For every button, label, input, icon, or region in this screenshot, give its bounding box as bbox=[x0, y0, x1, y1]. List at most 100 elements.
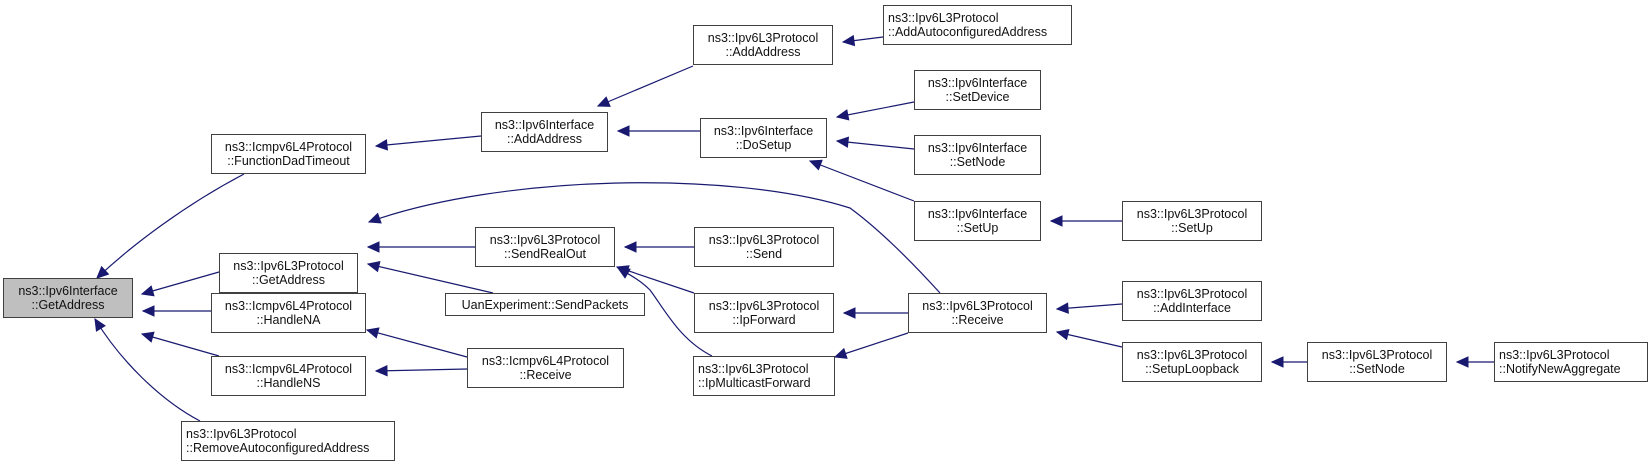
graph-node[interactable]: ns3::Ipv6L3Protocol::SendRealOut bbox=[475, 227, 615, 267]
node-label-line2: ::Send bbox=[745, 247, 783, 261]
call-edge bbox=[836, 101, 915, 118]
node-label-line2: ::Receive bbox=[951, 313, 1004, 327]
node-label-line1: ns3::Ipv6L3Protocol bbox=[233, 259, 344, 273]
node-label-line1: ns3::Ipv6L3Protocol bbox=[1136, 348, 1248, 362]
node-label-line1: ns3::Ipv6L3Protocol bbox=[888, 11, 999, 25]
node-label-line2: ::SetNode bbox=[1349, 362, 1405, 376]
graph-node[interactable]: ns3::Ipv6L3Protocol::SetUp bbox=[1122, 201, 1262, 241]
arrowhead-icon bbox=[96, 265, 110, 279]
arrowhead-icon bbox=[366, 260, 381, 273]
graph-node[interactable]: ns3::Icmpv6L4Protocol::FunctionDadTimeou… bbox=[211, 134, 366, 174]
arrowhead-icon bbox=[808, 159, 823, 171]
call-edge bbox=[141, 333, 220, 357]
graph-node[interactable]: ns3::Icmpv6L4Protocol::Receive bbox=[467, 348, 624, 388]
node-label-line1: ns3::Ipv6L3Protocol bbox=[489, 233, 601, 247]
arrowhead-icon bbox=[1055, 302, 1069, 314]
node-label-line1: UanExperiment::SendPackets bbox=[461, 297, 629, 312]
arrowhead-icon bbox=[835, 109, 850, 121]
graph-node[interactable]: ns3::Ipv6L3Protocol::AddInterface bbox=[1122, 281, 1262, 321]
node-label-line1: ns3::Ipv6L3Protocol bbox=[1136, 207, 1248, 221]
call-edge bbox=[367, 263, 494, 294]
graph-node[interactable]: ns3::Ipv6L3Protocol::IpForward bbox=[694, 293, 834, 333]
call-edge bbox=[94, 318, 201, 422]
node-label-line1: ns3::Ipv6L3Protocol bbox=[707, 31, 819, 45]
arrowhead-icon bbox=[367, 212, 382, 224]
graph-node[interactable]: ns3::Ipv6L3Protocol::IpMulticastForward bbox=[693, 356, 835, 396]
arrowhead-icon bbox=[596, 96, 611, 107]
node-label-line1: ns3::Ipv6Interface bbox=[927, 207, 1028, 221]
node-label-line1: ns3::Ipv6L3Protocol bbox=[708, 299, 820, 313]
node-label-line1: ns3::Ipv6L3Protocol bbox=[186, 427, 297, 441]
graph-node[interactable]: ns3::Ipv6L3Protocol::AddAddress bbox=[693, 25, 833, 65]
node-label-line2: ::DoSetup bbox=[735, 138, 792, 152]
node-label-line2: ::RemoveAutoconfiguredAddress bbox=[186, 441, 370, 455]
call-edge bbox=[836, 140, 915, 150]
graph-node[interactable]: ns3::Ipv6L3Protocol::AddAutoconfiguredAd… bbox=[883, 5, 1072, 45]
node-label-line1: ns3::Icmpv6L4Protocol bbox=[224, 362, 353, 376]
call-edge bbox=[834, 332, 909, 358]
node-label-line1: ns3::Ipv6L3Protocol bbox=[708, 233, 820, 247]
node-label-line2: ::GetAddress bbox=[31, 298, 105, 312]
call-edge bbox=[368, 182, 941, 294]
graph-node[interactable]: ns3::Icmpv6L4Protocol::HandleNA bbox=[211, 293, 366, 333]
node-label-line1: ns3::Ipv6Interface bbox=[18, 284, 118, 298]
graph-node[interactable]: ns3::Ipv6L3Protocol::SetNode bbox=[1307, 342, 1447, 382]
graph-node[interactable]: ns3::Ipv6L3Protocol::RemoveAutoconfigure… bbox=[181, 421, 395, 461]
node-label-line2: ::IpMulticastForward bbox=[698, 376, 811, 390]
call-edge bbox=[597, 65, 694, 107]
node-label-line1: ns3::Icmpv6L4Protocol bbox=[224, 299, 353, 313]
graph-node[interactable]: ns3::Icmpv6L4Protocol::HandleNS bbox=[211, 356, 366, 396]
node-label-line2: ::SetupLoopback bbox=[1145, 362, 1239, 376]
node-label-line1: ns3::Ipv6Interface bbox=[927, 141, 1028, 155]
call-edge bbox=[375, 368, 468, 372]
graph-node[interactable]: ns3::Ipv6L3Protocol::SetupLoopback bbox=[1122, 342, 1262, 382]
node-label-line2: ::HandleNS bbox=[256, 376, 321, 390]
node-label-line2: ::AddAddress bbox=[506, 132, 583, 146]
arrowhead-icon bbox=[140, 285, 155, 297]
arrowhead-icon bbox=[140, 331, 155, 343]
graph-node[interactable]: ns3::Ipv6Interface::SetDevice bbox=[914, 70, 1041, 110]
node-label-line2: ::HandleNA bbox=[256, 313, 321, 327]
root-node: ns3::Ipv6Interface::GetAddress bbox=[3, 278, 133, 318]
node-label-line2: ::NotifyNewAggregate bbox=[1499, 362, 1621, 376]
arrowhead-icon bbox=[141, 305, 155, 317]
call-edge bbox=[366, 329, 468, 358]
node-label-line2: ::SetUp bbox=[1171, 221, 1213, 235]
graph-node[interactable]: ns3::Ipv6Interface::AddAddress bbox=[481, 112, 608, 152]
node-label-line1: ns3::Icmpv6L4Protocol bbox=[481, 354, 610, 368]
arrowhead-icon bbox=[1055, 328, 1070, 341]
node-label-line2: ::SendRealOut bbox=[504, 247, 586, 261]
graph-node[interactable]: ns3::Ipv6Interface::SetUp bbox=[914, 201, 1041, 241]
node-label-line2: ::Receive bbox=[519, 368, 572, 382]
arrowhead-icon bbox=[841, 34, 856, 47]
arrowhead-icon bbox=[374, 364, 388, 377]
arrowhead-icon bbox=[366, 241, 380, 253]
node-label-line1: ns3::Ipv6L3Protocol bbox=[1136, 287, 1248, 301]
graph-node[interactable]: ns3::Ipv6L3Protocol::GetAddress bbox=[219, 253, 358, 293]
node-label-line2: ::AddAddress bbox=[725, 45, 801, 59]
call-edge bbox=[617, 267, 713, 357]
node-label-line1: ns3::Ipv6Interface bbox=[494, 118, 595, 132]
graph-node[interactable]: ns3::Ipv6Interface::SetNode bbox=[914, 135, 1041, 175]
node-label-line2: ::SetDevice bbox=[945, 90, 1010, 104]
node-label-line1: ns3::Icmpv6L4Protocol bbox=[224, 140, 353, 154]
call-edge bbox=[375, 135, 482, 147]
graph-node[interactable]: UanExperiment::SendPackets bbox=[445, 293, 645, 316]
arrowhead-icon bbox=[374, 139, 388, 151]
arrowhead-icon bbox=[616, 125, 630, 137]
graph-node[interactable]: ns3::Ipv6L3Protocol::Receive bbox=[908, 293, 1047, 333]
node-label-line2: ::SetUp bbox=[956, 221, 999, 235]
node-label-line2: ::FunctionDadTimeout bbox=[227, 154, 350, 168]
node-label-line1: ns3::Ipv6Interface bbox=[927, 76, 1028, 90]
arrowhead-icon bbox=[833, 347, 848, 359]
node-label-line1: ns3::Ipv6L3Protocol bbox=[922, 299, 1033, 313]
node-label-line2: ::SetNode bbox=[949, 155, 1006, 169]
arrowhead-icon bbox=[1455, 356, 1469, 368]
graph-node[interactable]: ns3::Ipv6Interface::DoSetup bbox=[700, 118, 827, 158]
graph-node[interactable]: ns3::Ipv6L3Protocol::Send bbox=[694, 227, 834, 267]
node-label-line1: ns3::Ipv6L3Protocol bbox=[1321, 348, 1433, 362]
call-edge bbox=[96, 173, 245, 279]
arrowhead-icon bbox=[1049, 215, 1063, 227]
graph-node[interactable]: ns3::Ipv6L3Protocol::NotifyNewAggregate bbox=[1494, 342, 1648, 382]
